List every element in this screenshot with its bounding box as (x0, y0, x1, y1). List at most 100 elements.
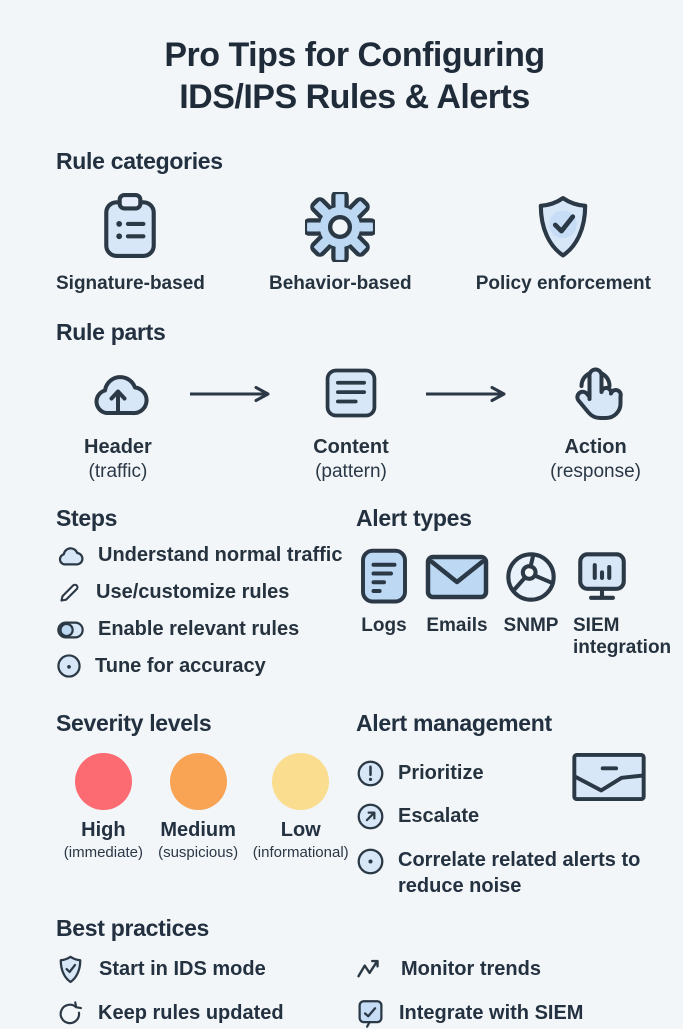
best-practice-label: Integrate with SIEM (399, 1002, 584, 1024)
best-practice-item: Keep rules updated (56, 998, 356, 1029)
rule-part-sublabel: (response) (550, 461, 641, 483)
severity-high: High (immediate) (56, 753, 151, 861)
log-document-icon (361, 548, 407, 604)
log-document-icon-box (356, 544, 412, 610)
rule-category-policy: Policy enforcement (476, 189, 651, 295)
rule-categories-heading: Rule categories (56, 148, 223, 175)
rule-part-content: Content (pattern) (313, 360, 389, 485)
gear-icon-box (305, 189, 376, 265)
tune-dial-icon (57, 654, 81, 678)
page-title-line2: IDS/IPS Rules & Alerts (179, 78, 530, 117)
shield-check-icon (539, 196, 588, 258)
best-practices-grid: Start in IDS mode Keep rules updated Mon… (56, 954, 653, 1029)
hand-tap-icon (574, 367, 623, 421)
email-envelope-icon-box (425, 544, 489, 610)
step-label: Understand normal traffic (98, 543, 343, 566)
best-practices-heading: Best practices (56, 915, 210, 941)
gear-icon (305, 192, 376, 263)
management-label: Correlate related alerts to reduce noise (398, 849, 641, 897)
siem-monitor-icon-box (573, 544, 631, 610)
alert-types-row: Logs Emails (356, 544, 671, 659)
severity-sublabel: (suspicious) (158, 844, 239, 861)
rule-parts-heading: Rule parts (56, 319, 166, 346)
severity-sublabel: (immediate) (63, 844, 143, 861)
severity-label: Medium (160, 819, 236, 841)
section-alert-types: Alert types Logs (356, 505, 671, 690)
rule-part-label: Action (564, 436, 627, 459)
envelope-tray-icon (572, 752, 646, 802)
best-practice-item: Integrate with SIEM (356, 998, 653, 1029)
severity-label: High (81, 819, 126, 841)
arrow-right-icon (426, 385, 506, 402)
step-label: Tune for accuracy (95, 654, 266, 677)
management-item: Escalate (356, 802, 571, 831)
correlate-dot-icon (357, 848, 384, 875)
siem-board-icon (358, 1000, 383, 1028)
rule-category-signature: Signature-based (56, 189, 205, 295)
severity-low-circle (272, 753, 330, 810)
pencil-icon (60, 583, 79, 602)
rule-category-label: Behavior-based (269, 273, 412, 295)
shield-check-icon-box (530, 189, 596, 265)
management-item: Prioritize (356, 759, 571, 788)
rule-part-header: Header (traffic) (84, 360, 152, 485)
escalate-arrow-icon (357, 803, 384, 830)
management-label: Prioritize (398, 762, 484, 784)
severity-sublabel: (informational) (252, 844, 349, 861)
arrow-right-icon (189, 385, 270, 402)
section-best-practices: Best practices Start in IDS mode Keep ru… (56, 915, 653, 1029)
steps-heading: Steps (56, 505, 118, 531)
section-steps: Steps Understand normal traffic Use/cust… (56, 505, 356, 690)
step-item: Use/customize rules (56, 579, 356, 606)
email-envelope-icon (425, 554, 489, 600)
section-alert-management: Alert management Prioritize (356, 710, 653, 899)
alert-type-snmp: SNMP (502, 544, 560, 659)
severity-medium-circle (169, 753, 227, 810)
rule-part-label: Content (313, 436, 389, 459)
alert-type-siem: SIEM integration (573, 544, 671, 659)
severity-medium: Medium (suspicious) (151, 753, 246, 861)
alert-management-heading: Alert management (356, 710, 552, 736)
alert-management-list: Prioritize Escalate (356, 759, 571, 845)
row-steps-alert-types: Steps Understand normal traffic Use/cust… (56, 505, 671, 690)
step-label: Enable relevant rules (98, 618, 300, 640)
management-label: Escalate (398, 805, 480, 827)
refresh-icon (59, 1000, 83, 1024)
best-practice-item: Start in IDS mode (56, 954, 356, 985)
row-severity-management: Severity levels High (immediate) Medium … (56, 710, 653, 899)
hand-tap-icon-box (564, 360, 628, 426)
alert-type-label: SIEM integration (573, 615, 672, 658)
cloud-upload-icon-box (85, 360, 151, 426)
rule-category-label: Signature-based (56, 273, 205, 295)
severity-high-circle (74, 753, 132, 810)
step-item: Understand normal traffic (56, 542, 356, 568)
document-lines-icon (325, 368, 377, 418)
alert-type-label: SNMP (503, 615, 559, 636)
snmp-wheel-icon (506, 552, 556, 602)
best-practice-label: Keep rules updated (98, 1002, 284, 1024)
exclamation-circle-icon (357, 760, 384, 787)
clipboard-icon-box (97, 189, 163, 265)
toggle-icon (57, 621, 84, 638)
severity-label: Low (280, 819, 321, 841)
rule-category-behavior: Behavior-based (269, 189, 412, 295)
rule-part-label: Header (84, 436, 152, 459)
alert-type-label: Emails (426, 615, 488, 636)
step-label: Use/customize rules (96, 581, 290, 603)
severity-low: Low (informational) (245, 753, 356, 861)
rule-category-label: Policy enforcement (475, 273, 651, 295)
best-practice-label: Start in IDS mode (99, 958, 266, 980)
section-severity-levels: Severity levels High (immediate) Medium … (56, 710, 356, 899)
alert-management-body: Prioritize Escalate (356, 749, 653, 845)
best-practice-item: Monitor trends (356, 954, 653, 985)
management-item: Correlate related alerts to reduce noise (356, 847, 653, 899)
rule-part-action: Action (response) (550, 360, 641, 485)
page-title-line1: Pro Tips for Configuring (164, 36, 545, 74)
best-practice-label: Monitor trends (401, 958, 541, 980)
section-rule-parts: Rule parts Header (traffic) (56, 319, 653, 485)
severity-row: High (immediate) Medium (suspicious) Low… (56, 753, 356, 861)
step-item: Enable relevant rules (56, 617, 356, 642)
rule-categories-row: Signature-based (56, 189, 653, 295)
snmp-wheel-icon-box (502, 544, 560, 610)
alert-type-label: Logs (361, 615, 407, 636)
